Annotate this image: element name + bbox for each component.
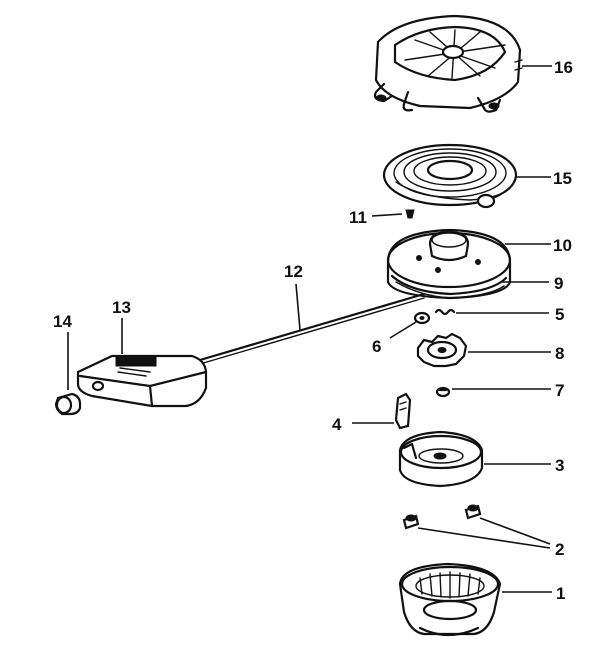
part-13-handle xyxy=(76,354,208,408)
callout-12: 12 xyxy=(284,262,303,281)
leader-2a xyxy=(417,527,551,549)
part-2-screws xyxy=(402,504,482,530)
callout-16: 16 xyxy=(554,58,573,77)
part-4-pawl xyxy=(394,392,412,430)
part-5-spring xyxy=(434,308,456,316)
part-14-plug xyxy=(54,392,82,416)
part-9-groove xyxy=(390,274,508,299)
part-3-retainer xyxy=(398,430,484,488)
callout-2: 2 xyxy=(555,540,564,559)
callout-10: 10 xyxy=(553,236,572,255)
part-7-screw xyxy=(435,386,451,398)
part-11-screw xyxy=(405,209,415,219)
callout-8: 8 xyxy=(555,344,564,363)
part-8-ratchet xyxy=(416,332,468,368)
callout-5: 5 xyxy=(555,305,564,324)
callout-7: 7 xyxy=(555,381,564,400)
leader-12 xyxy=(295,283,301,331)
part-1-starter-cup xyxy=(398,562,502,637)
callout-3: 3 xyxy=(555,456,564,475)
part-12-rope xyxy=(198,292,426,365)
part-15-spring xyxy=(382,143,518,209)
callout-4: 4 xyxy=(332,415,342,434)
part-6-washer xyxy=(413,311,431,325)
leader-6 xyxy=(389,321,417,339)
callout-9: 9 xyxy=(554,274,563,293)
callout-6: 6 xyxy=(372,337,381,356)
callout-11: 11 xyxy=(349,208,367,227)
callout-15: 15 xyxy=(553,169,572,188)
callout-14: 14 xyxy=(53,312,72,331)
callout-13: 13 xyxy=(112,298,131,317)
leader-2b xyxy=(479,517,551,545)
part-16-housing xyxy=(373,14,523,113)
leader-11 xyxy=(371,213,403,217)
callout-1: 1 xyxy=(556,584,565,603)
